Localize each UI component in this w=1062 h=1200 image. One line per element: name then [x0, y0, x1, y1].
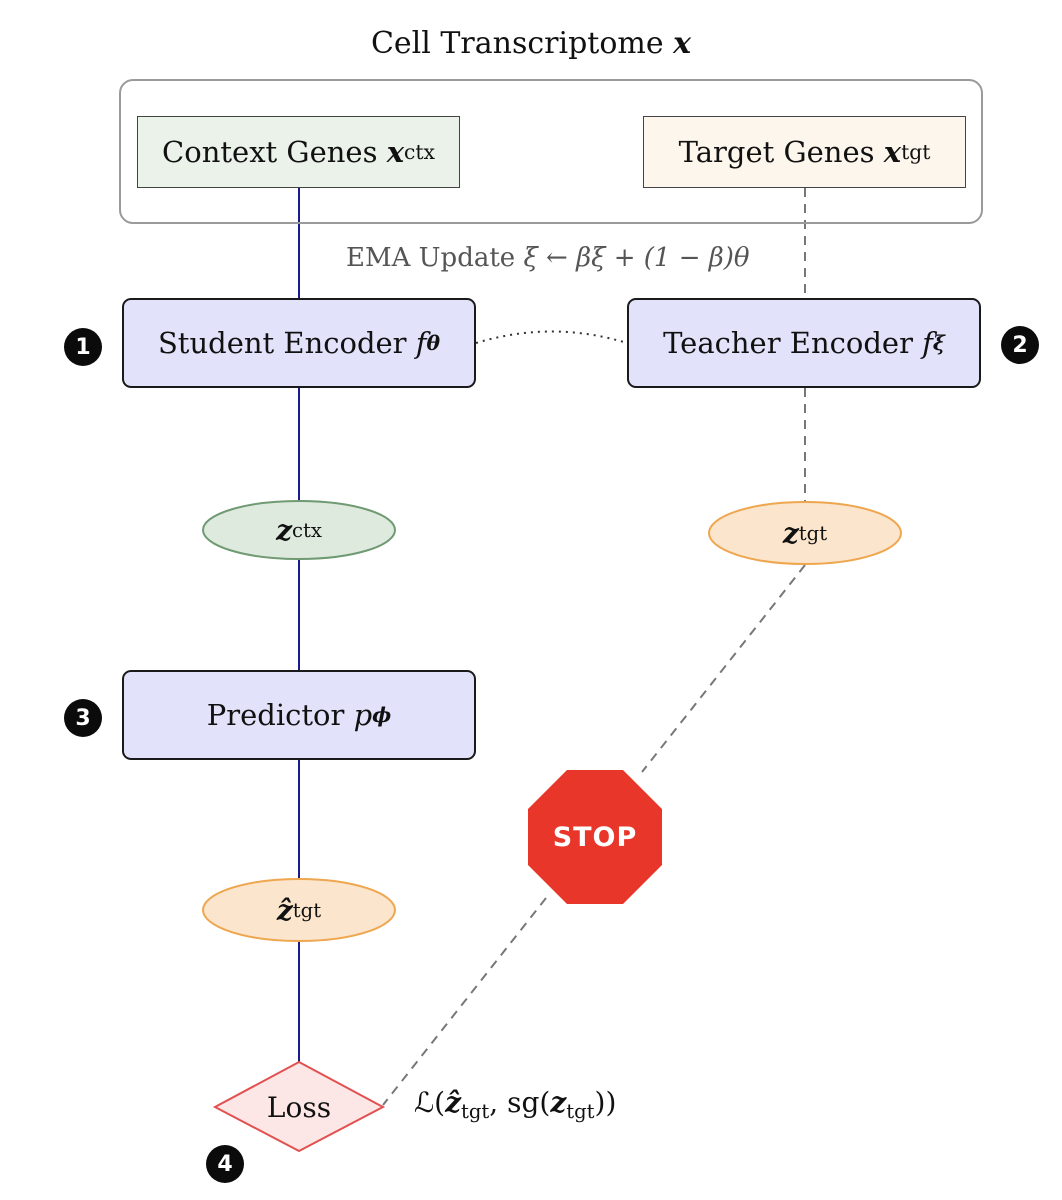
connector-stop-to-loss: [382, 897, 547, 1106]
student-encoder-param: θ: [426, 331, 441, 355]
ema-formula: ξ ← βξ + (1 − β)θ: [523, 243, 750, 273]
z-ctx-ellipse: [202, 500, 396, 560]
loss-formula: ℒ(ẑtgt, sg(ztgt)): [414, 1086, 616, 1123]
stop-sign-label: STOP: [552, 821, 638, 853]
predictor-label: Predictor: [206, 698, 345, 732]
student-encoder-label: Student Encoder: [157, 326, 407, 360]
z-tgt-ellipse: [708, 501, 902, 565]
z-hat-tgt-symbol: ẑ: [276, 893, 293, 927]
context-genes-symbol: x: [386, 135, 404, 169]
predictor-symbol: p: [353, 698, 373, 732]
loss-formula-end: )): [594, 1086, 617, 1119]
badge-1: 1: [64, 328, 102, 366]
stop-sign-shape: [528, 770, 662, 904]
predictor-param: ϕ: [372, 703, 392, 727]
z-hat-tgt-ellipse: [202, 878, 396, 942]
teacher-encoder-param: ξ: [932, 331, 945, 355]
title-symbol: x: [673, 26, 692, 61]
diagram-title: Cell Transcriptome x: [0, 26, 1062, 61]
badge-4: 4: [206, 1145, 244, 1183]
target-genes-sub: tgt: [901, 140, 931, 164]
badge-2: 2: [1001, 326, 1039, 364]
z-tgt-sub: tgt: [798, 521, 828, 545]
z-ctx-sub: ctx: [292, 518, 322, 542]
student-encoder-symbol: f: [415, 326, 427, 360]
loss-formula-z: z: [550, 1086, 567, 1119]
ema-connector: [475, 330, 628, 344]
z-tgt-symbol: z: [782, 516, 799, 550]
loss-formula-mid: , sg(: [489, 1086, 551, 1119]
teacher-encoder-symbol: f: [922, 326, 933, 360]
loss-formula-prefix: ℒ(: [414, 1086, 446, 1119]
loss-diamond-shape: [212, 1060, 386, 1153]
context-genes-label: Context Genes: [162, 135, 378, 169]
loss-formula-zhat: ẑ: [445, 1086, 461, 1119]
target-genes-symbol: x: [883, 135, 902, 169]
context-genes-sub: ctx: [403, 140, 435, 164]
title-text: Cell Transcriptome: [370, 26, 664, 61]
z-ctx-symbol: z: [276, 513, 292, 547]
badge-3: 3: [64, 699, 102, 737]
connector-ztgt-to-stop: [641, 564, 806, 773]
ema-label: EMA Update: [346, 243, 516, 273]
target-genes-label: Target Genes: [678, 135, 875, 169]
transcriptome-container: [119, 79, 983, 224]
teacher-encoder-label: Teacher Encoder: [663, 326, 913, 360]
z-hat-tgt-sub: tgt: [292, 898, 322, 922]
loss-label: Loss: [266, 1090, 332, 1124]
loss-formula-sub2: tgt: [566, 1099, 595, 1123]
ema-update-label: EMA Update ξ ← βξ + (1 − β)θ: [346, 243, 750, 273]
loss-formula-sub1: tgt: [461, 1099, 490, 1123]
